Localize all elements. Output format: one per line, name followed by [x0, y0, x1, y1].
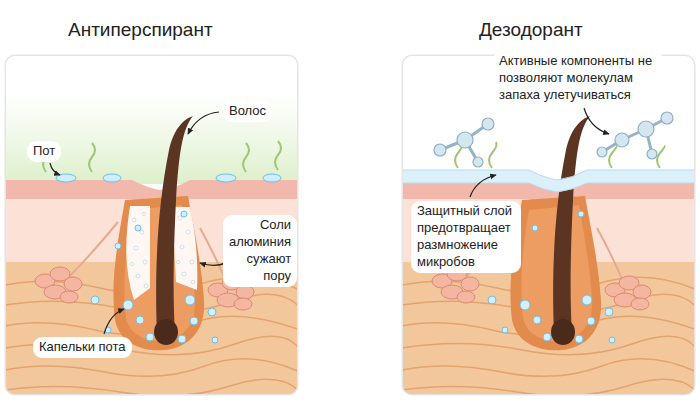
callout-text: Активные компоненты не позволяют молекул…: [499, 53, 657, 104]
callout-label: Пот: [27, 141, 61, 162]
callout-label: Соли алюминия сужают пору: [223, 215, 297, 287]
callout-label: Активные компоненты не позволяют молекул…: [493, 51, 663, 106]
panel-title: Антиперспирант: [68, 19, 213, 41]
callout-label: Защитный слой предотвращает размножение …: [411, 201, 521, 273]
callout-label: Капельки пота: [33, 337, 132, 358]
callout-text: Защитный слой предотвращает размножение …: [417, 203, 515, 271]
scene-panel: ДезодорантАктивные компоненты не позволя…: [402, 55, 695, 395]
scene-panel: АнтиперспирантПотВолосСоли алюминия сужа…: [5, 55, 298, 395]
odor-lines: [455, 140, 665, 168]
odor-lines: [43, 141, 281, 172]
odor-molecule: [434, 112, 673, 167]
callout-text: Капельки пота: [39, 339, 126, 356]
callout-text: Соли алюминия сужают пору: [229, 217, 291, 285]
protective-film: [402, 170, 695, 192]
surface-sweat: [56, 174, 281, 182]
callout-text: Волос: [229, 103, 266, 120]
panel-title: Дезодорант: [479, 19, 583, 41]
deodorant-scene: [402, 55, 695, 395]
leader-lines: [50, 108, 609, 334]
callout-label: Волос: [223, 101, 272, 122]
antiperspirant-scene: [5, 55, 298, 395]
callout-text: Пот: [33, 143, 55, 160]
